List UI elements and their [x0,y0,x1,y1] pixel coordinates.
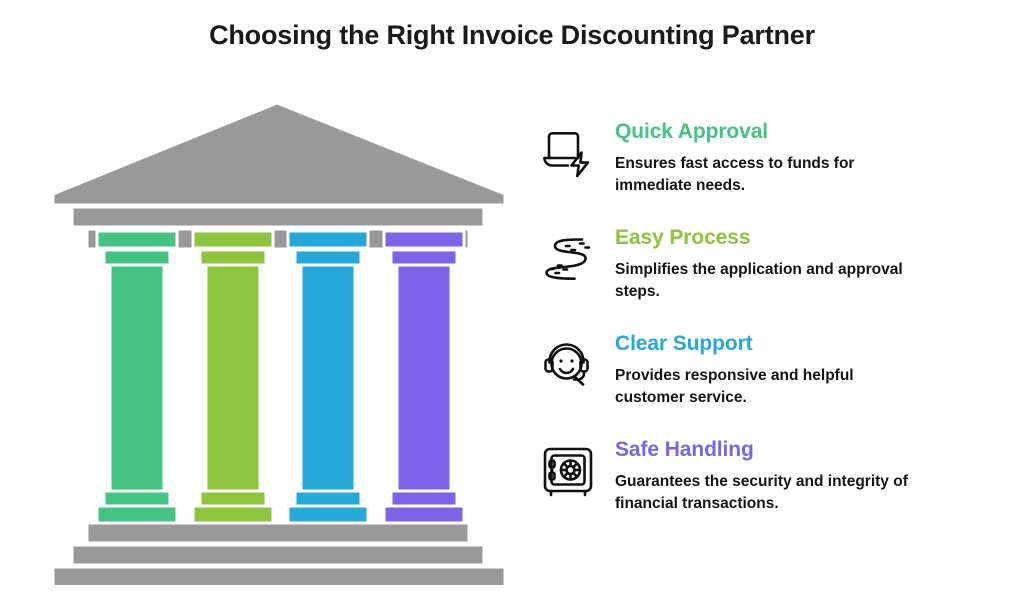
pillar-capital-neck [102,248,172,267]
pillar-easy-process [191,229,275,525]
pillar-base-foot [286,504,370,525]
pillar-capital-top [286,229,370,250]
step-middle [70,543,486,567]
pillar-shaft [204,263,262,493]
temple-roof-group [51,101,507,251]
entablature-lower [85,227,471,251]
feature-item-quick-approval: Quick Approval Ensures fast access to fu… [536,118,1006,198]
pillar-base-foot [191,504,275,525]
page-title: Choosing the Right Invoice Discounting P… [209,20,815,50]
pillar-capital-neck [198,248,268,267]
feature-item-clear-support: Clear Support Provides responsive and he… [536,330,1006,410]
pillar-safe-handling [382,229,466,525]
pillar-base-neck [389,489,459,508]
pillar-capital-neck [293,248,363,267]
feature-description: Guarantees the security and integrity of… [615,472,908,512]
temple-steps-group [51,521,507,585]
step-upper [85,521,471,545]
roof-pediment [51,101,507,207]
pillar-capital-top [95,229,179,250]
feature-description: Ensures fast access to funds for immedia… [615,154,855,194]
headset-support-icon [536,332,600,396]
pillar-clear-support [286,229,370,525]
pillar-base-neck [293,489,363,508]
temple-graphic [51,101,507,585]
feature-heading: Quick Approval [615,120,769,143]
laptop-lightning-icon [536,120,600,184]
feature-text-block: Clear Support Provides responsive and he… [615,330,1006,409]
pillar-capital-neck [389,248,459,267]
pillar-capital-top [191,229,275,250]
winding-road-icon [536,226,600,290]
feature-text-block: Easy Process Simplifies the application … [615,224,1006,303]
feature-text-block: Quick Approval Ensures fast access to fu… [615,118,1006,197]
feature-heading: Easy Process [615,226,751,249]
temple-illustration [0,95,520,585]
feature-item-easy-process: Easy Process Simplifies the application … [536,224,1006,304]
feature-item-safe-handling: Safe Handling Guarantees the security an… [536,436,1006,516]
feature-heading: Clear Support [615,332,753,355]
entablature-upper [70,205,486,229]
features-list: Quick Approval Ensures fast access to fu… [536,118,1006,516]
pillar-base-foot [382,504,466,525]
pillar-shaft [299,263,357,493]
pillar-base-neck [198,489,268,508]
pillar-base-neck [102,489,172,508]
pillar-quick-approval [95,229,179,525]
pillar-shaft [108,263,166,493]
pillar-capital-top [382,229,466,250]
feature-description: Provides responsive and helpful customer… [615,366,854,406]
feature-heading: Safe Handling [615,438,754,461]
safe-vault-icon [536,438,600,502]
feature-text-block: Safe Handling Guarantees the security an… [615,436,1006,515]
pillar-base-foot [95,504,179,525]
feature-description: Simplifies the application and approval … [615,260,903,300]
step-lower [51,565,507,585]
pillar-shaft [395,263,453,493]
